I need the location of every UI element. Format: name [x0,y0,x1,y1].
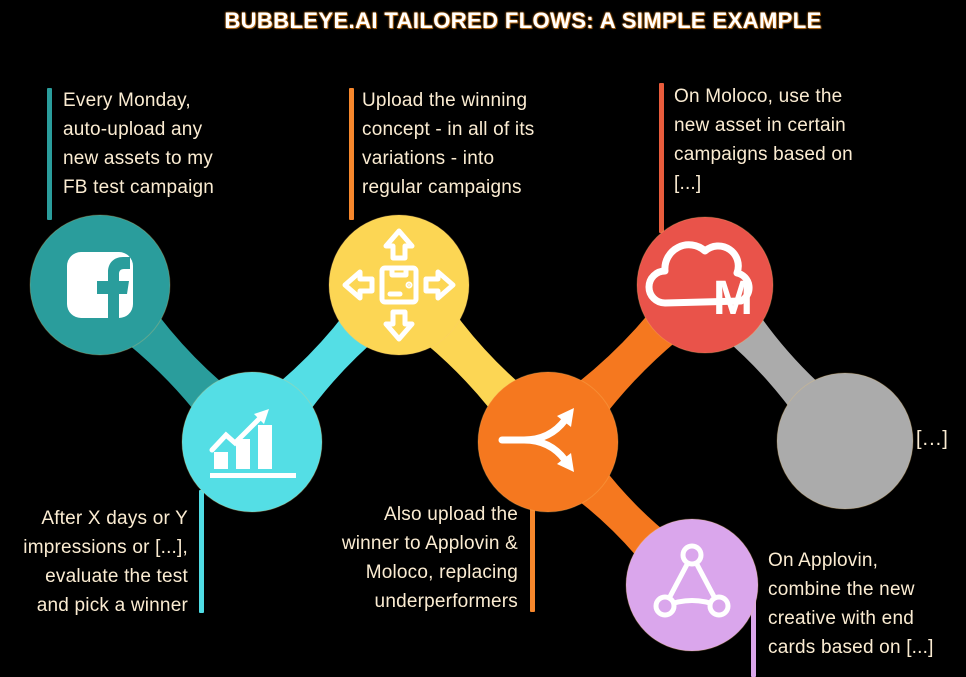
annotation-applovin-combine: On Applovin, combine the new creative wi… [768,550,934,658]
annotation-bar-moloco [659,83,664,233]
annotation-bar-upload [349,88,354,220]
annotation-bar-also [530,500,535,612]
node-other [776,372,914,510]
moloco-m-letter: M [713,272,753,325]
growth-chart-icon [209,409,296,478]
branch-arrows-icon [498,408,574,472]
annotation-bar-applovin [751,593,756,677]
applovin-triangle-icon [653,543,731,618]
moloco-cloud-icon: M [645,241,753,325]
annotation-evaluate-test: After X days or Y impressions or [...], … [23,508,188,616]
node-applovin [625,518,759,652]
page-title: BUBBLEYE.AI TAILORED FLOWS: A SIMPLE EXA… [224,8,822,33]
annotation-also-upload: Also upload the winner to Applovin & Mol… [341,504,518,612]
annotation-upload-winning: Upload the winning concept - in all of i… [362,90,535,198]
annotation-bar-evaluate [199,490,204,613]
gray-node-ellipsis-label: [...] [916,428,949,450]
node-distribute [328,214,470,356]
annotation-bar-facebook [47,88,52,220]
annotation-moloco-use: On Moloco, use the new asset in certain … [674,86,853,194]
annotation-facebook-upload: Every Monday, auto-upload any new assets… [63,90,215,198]
distribute-arrows-icon [342,228,456,342]
facebook-icon [67,252,133,318]
node-evaluate [181,371,323,513]
